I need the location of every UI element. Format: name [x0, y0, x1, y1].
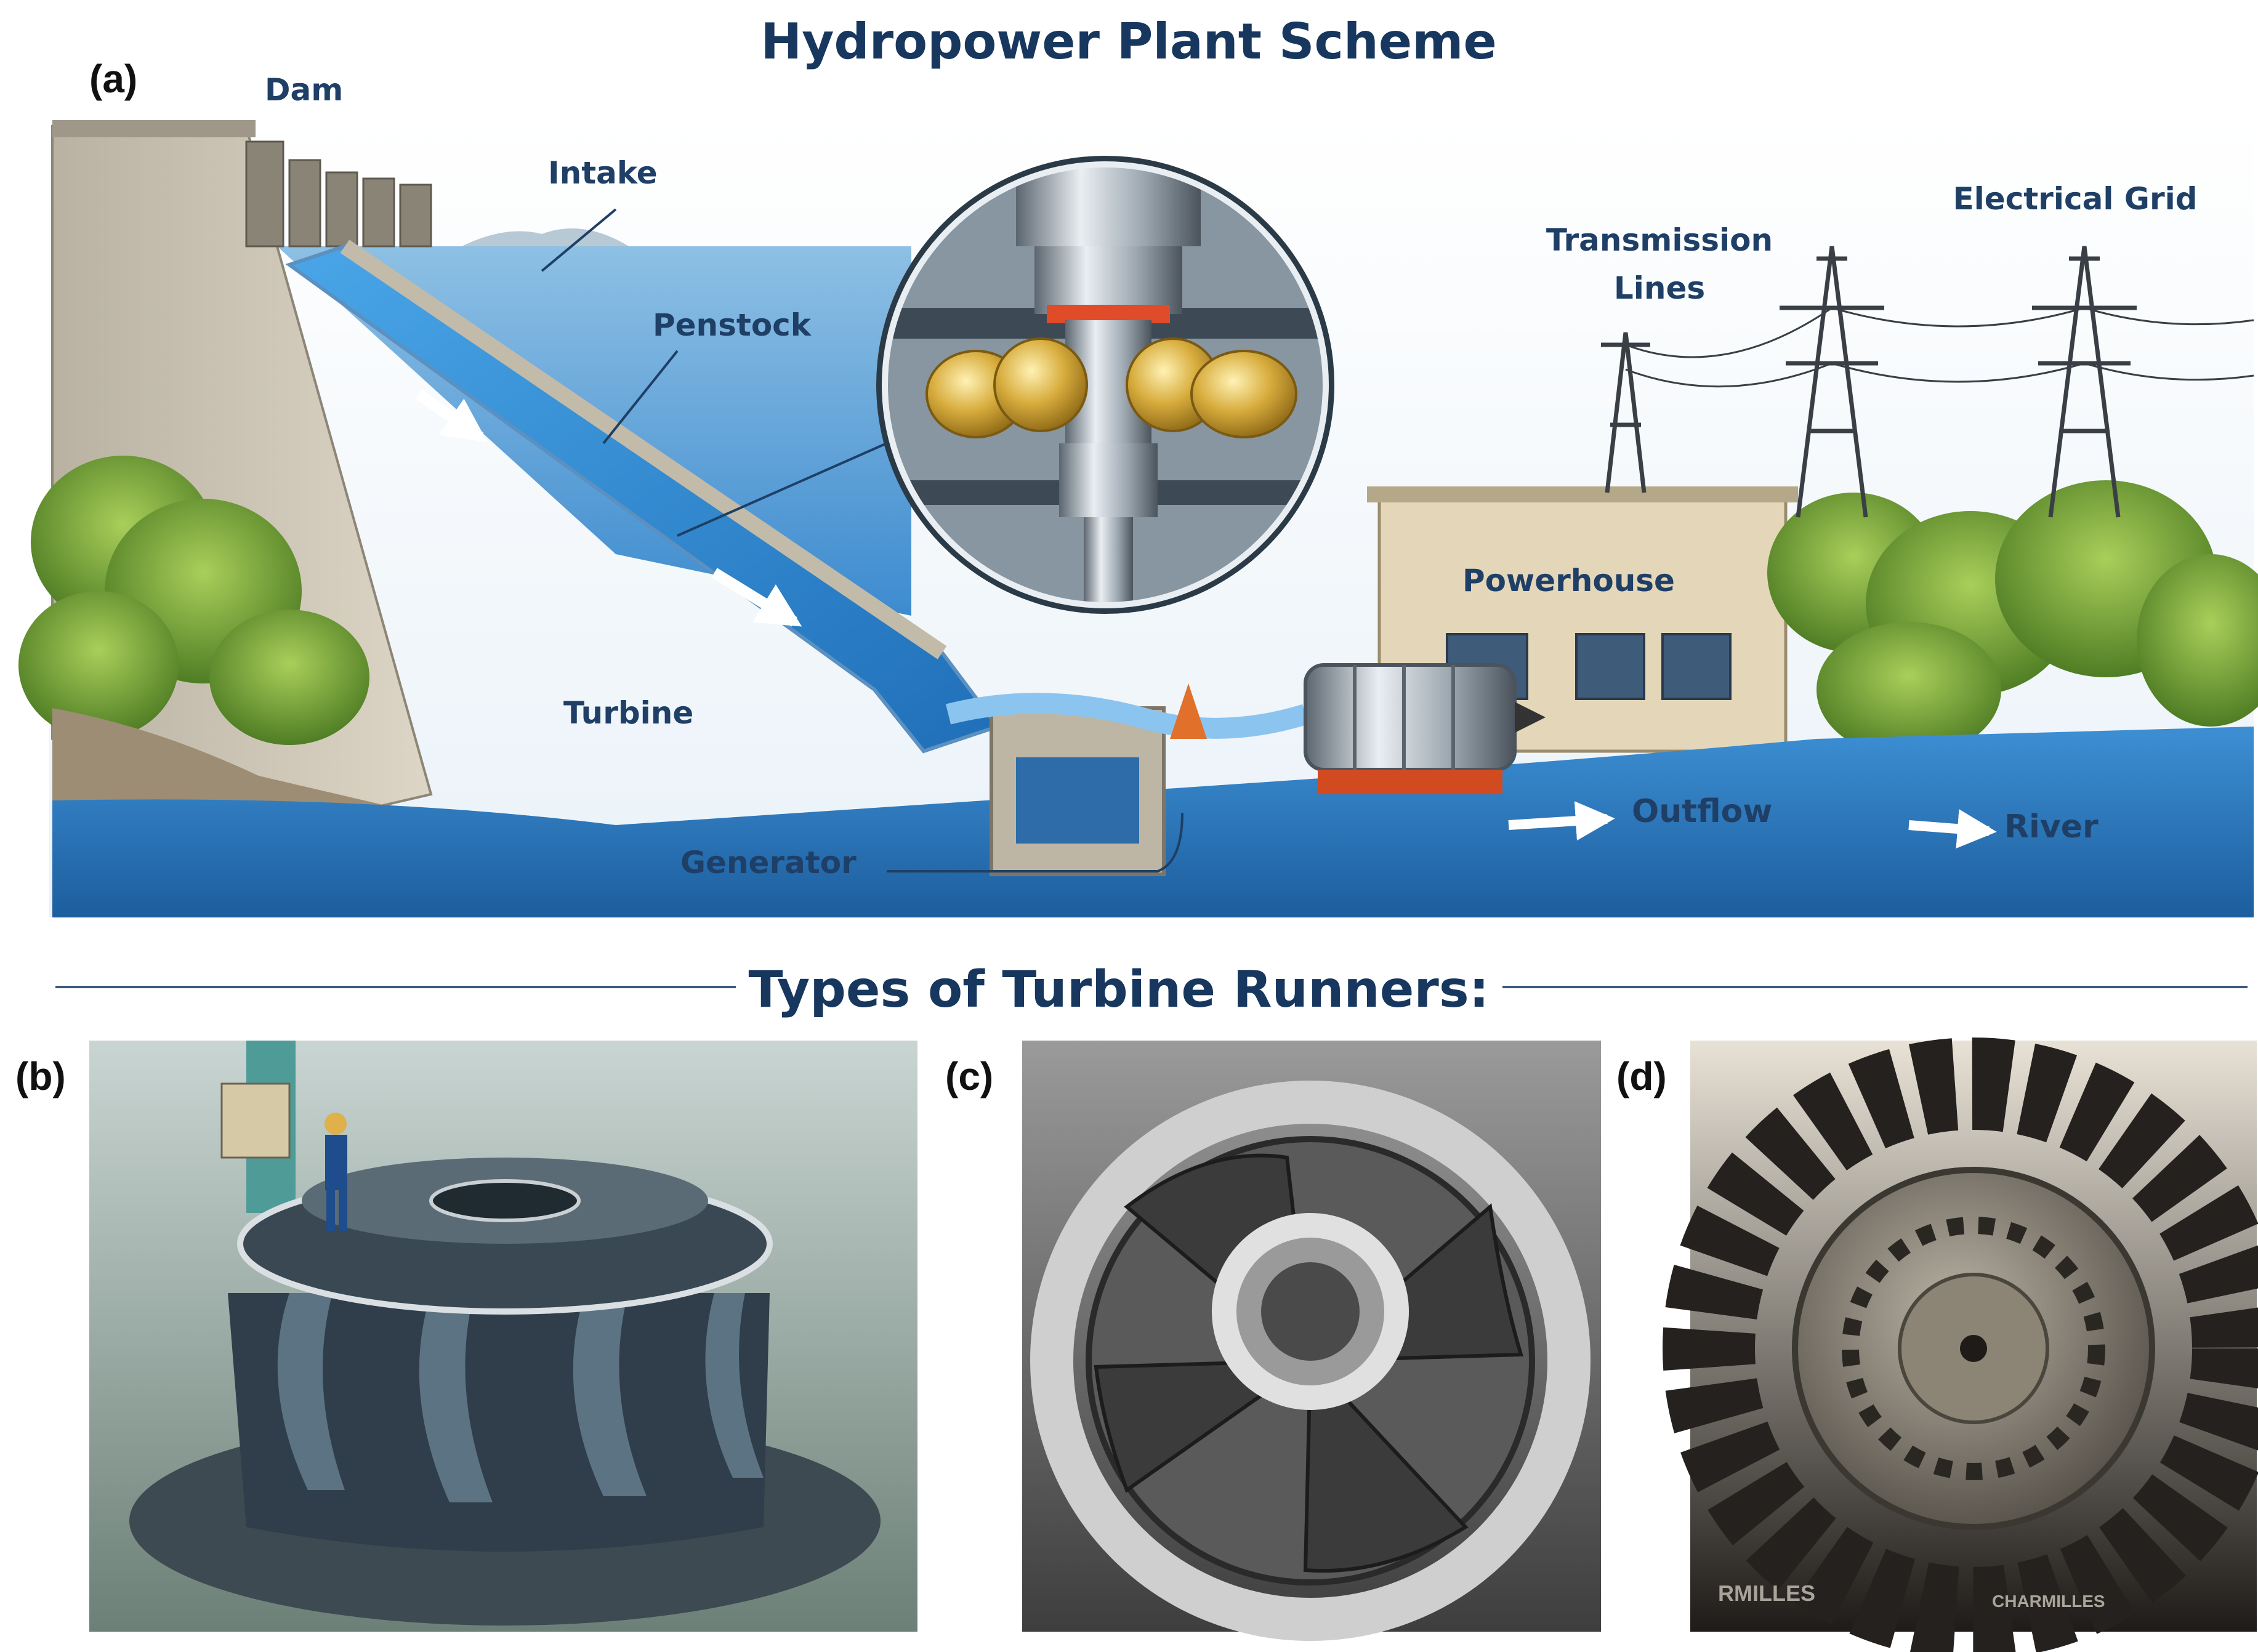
flow-arrow-1 [415, 389, 488, 443]
photo-b-runner-blades [277, 1293, 764, 1502]
mag-shaft-bottom [1084, 517, 1133, 605]
photo-b-control-panel [220, 1082, 291, 1159]
magnifier-inset [876, 156, 1334, 614]
photo-d-buckets [1663, 1038, 2258, 1652]
panel-b-photo [89, 1041, 917, 1632]
turbine-nozzle [1170, 683, 1207, 739]
photo-d-center-hole [1960, 1335, 1987, 1362]
mag-lower-shaft [1059, 443, 1158, 517]
mag-runner-blades [925, 337, 1297, 438]
panel-label-a: (a) [89, 57, 137, 101]
panel-label-b: (b) [15, 1054, 66, 1098]
photo-d-text-right: CHARMILLES [1992, 1592, 2105, 1611]
flow-arrow-2 [711, 568, 802, 627]
label-electrical-grid: Electrical Grid [1953, 181, 2197, 217]
photo-c-hub-center [1261, 1262, 1360, 1361]
power-lines [1625, 307, 2254, 388]
penstock-wall [340, 240, 947, 659]
generator-leader [887, 812, 1183, 872]
photo-d-bolt-holes [1842, 1217, 2105, 1480]
left-foliage [18, 456, 369, 745]
photo-c-outer-ring [1030, 1081, 1591, 1641]
photo-d-text-left: RMILLES [1718, 1581, 1815, 1606]
figure-title: Hydropower Plant Scheme [760, 13, 1496, 70]
powerhouse-roof [1367, 486, 1798, 502]
panel-c-photo [1022, 1041, 1601, 1641]
spiral-case-water [945, 693, 1308, 739]
panel-d-photo: RMILLES CHARMILLES [1663, 1038, 2258, 1652]
draft-tube [1016, 757, 1139, 844]
river-arrow [1908, 809, 1997, 848]
photo-b-hub-bore [429, 1179, 581, 1222]
magnifier-leader [677, 442, 887, 537]
right-foliage [1767, 480, 2258, 757]
label-dam: Dam [265, 72, 343, 108]
panel-label-c: (c) [945, 1054, 993, 1098]
panel-a-scheme: Dam Intake Penstock Turbine Generator Po… [18, 72, 2258, 917]
photo-b-worker [325, 1113, 347, 1231]
dam-crest [52, 120, 256, 137]
panel-label-d: (d) [1616, 1054, 1667, 1098]
mag-shaft-top [1016, 164, 1201, 246]
label-powerhouse: Powerhouse [1462, 563, 1675, 598]
label-outflow: Outflow [1632, 793, 1772, 830]
label-transmission-line2: Lines [1614, 270, 1705, 306]
intake-gates [245, 140, 432, 248]
label-intake: Intake [548, 155, 658, 191]
penstock-leader [602, 350, 679, 445]
label-penstock: Penstock [653, 307, 812, 343]
leader-lines [541, 208, 1183, 872]
label-transmission-line1: Transmission [1546, 222, 1773, 258]
generator-unit [1304, 663, 1546, 794]
transmission-towers [1601, 246, 2254, 518]
intake-leader [541, 208, 617, 272]
subtitle: Types of Turbine Runners: [749, 961, 1490, 1019]
label-turbine: Turbine [563, 695, 693, 731]
label-generator: Generator [680, 845, 857, 880]
subtitle-divider: Types of Turbine Runners: [55, 961, 2248, 1019]
mag-collar [1034, 246, 1182, 314]
outflow-arrow [1508, 801, 1615, 841]
label-river: River [2004, 808, 2099, 845]
